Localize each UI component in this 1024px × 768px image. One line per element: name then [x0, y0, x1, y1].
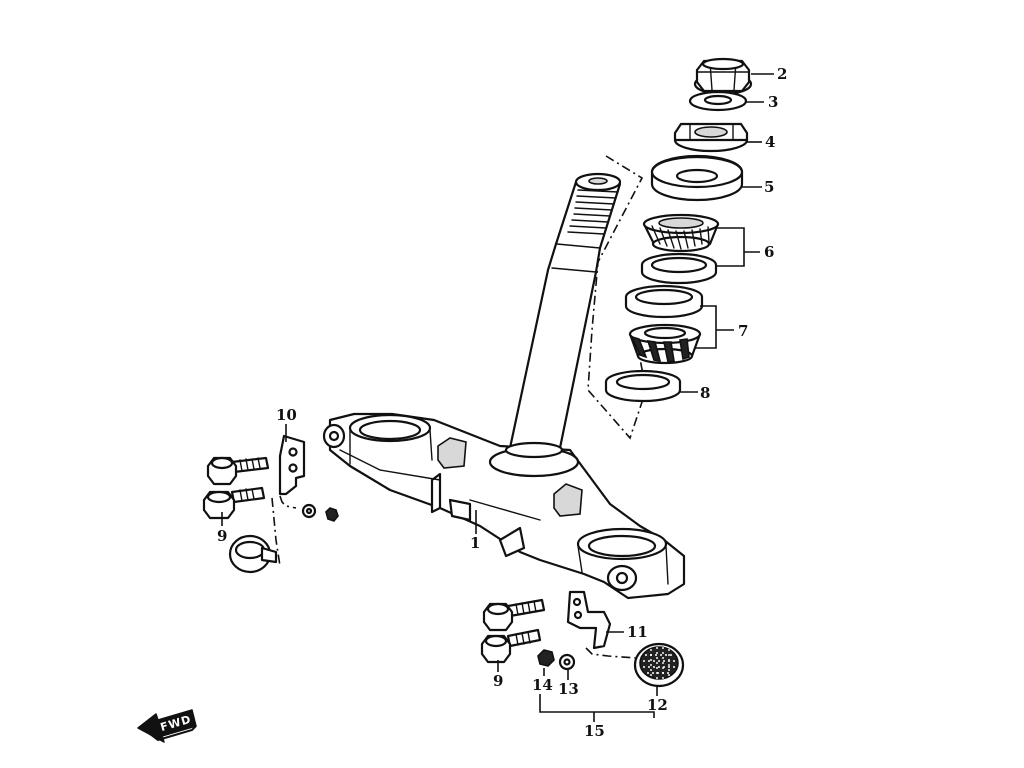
- dust-cover: [650, 154, 744, 202]
- callout-12: 12: [647, 696, 668, 714]
- callout-9-right: 9: [493, 672, 503, 690]
- left-washer: [301, 503, 317, 519]
- callout-11: 11: [627, 623, 648, 641]
- callout-3: 3: [768, 93, 778, 111]
- callout-9-left: 9: [217, 527, 227, 545]
- callout-4: 4: [765, 133, 775, 151]
- callout-15: 15: [584, 722, 605, 740]
- forward-direction-arrow: FWD: [137, 709, 197, 743]
- lock-nut: [673, 122, 749, 153]
- right-bracket-dash-line: [585, 647, 637, 659]
- leader-line-6: [716, 227, 760, 267]
- right-nut: [537, 649, 555, 667]
- callout-7: 7: [738, 322, 748, 340]
- callout-1: 1: [470, 534, 480, 552]
- steering-stem: [322, 172, 686, 600]
- right-bolt-upper: [482, 598, 546, 632]
- callout-6: 6: [764, 243, 774, 261]
- callout-8: 8: [700, 384, 710, 402]
- right-bolt-lower: [480, 628, 542, 664]
- callout-14: 14: [532, 676, 553, 694]
- upper-bearing-set: [640, 213, 720, 285]
- callout-2: 2: [777, 65, 787, 83]
- left-bracket-dash-line: [271, 495, 297, 567]
- washer: [688, 90, 748, 112]
- exploded-assembly-outline: [587, 155, 647, 440]
- left-bolt-upper: [206, 456, 270, 486]
- callout-13: 13: [558, 680, 579, 698]
- left-mounting-bracket: [278, 434, 306, 496]
- right-washer: [558, 653, 576, 671]
- right-mounting-bracket: [566, 590, 612, 650]
- lower-bearing-set: [624, 284, 704, 365]
- dust-seal: [604, 369, 682, 403]
- callout-5: 5: [764, 178, 774, 196]
- right-reflector: [633, 642, 685, 688]
- callout-10: 10: [276, 406, 297, 424]
- top-nut: [693, 57, 753, 96]
- leader-line-7: [694, 305, 734, 349]
- left-bolt-lower: [202, 486, 266, 520]
- left-reflector: [228, 534, 278, 574]
- leader-line-15: [539, 694, 655, 722]
- left-nut: [325, 507, 339, 522]
